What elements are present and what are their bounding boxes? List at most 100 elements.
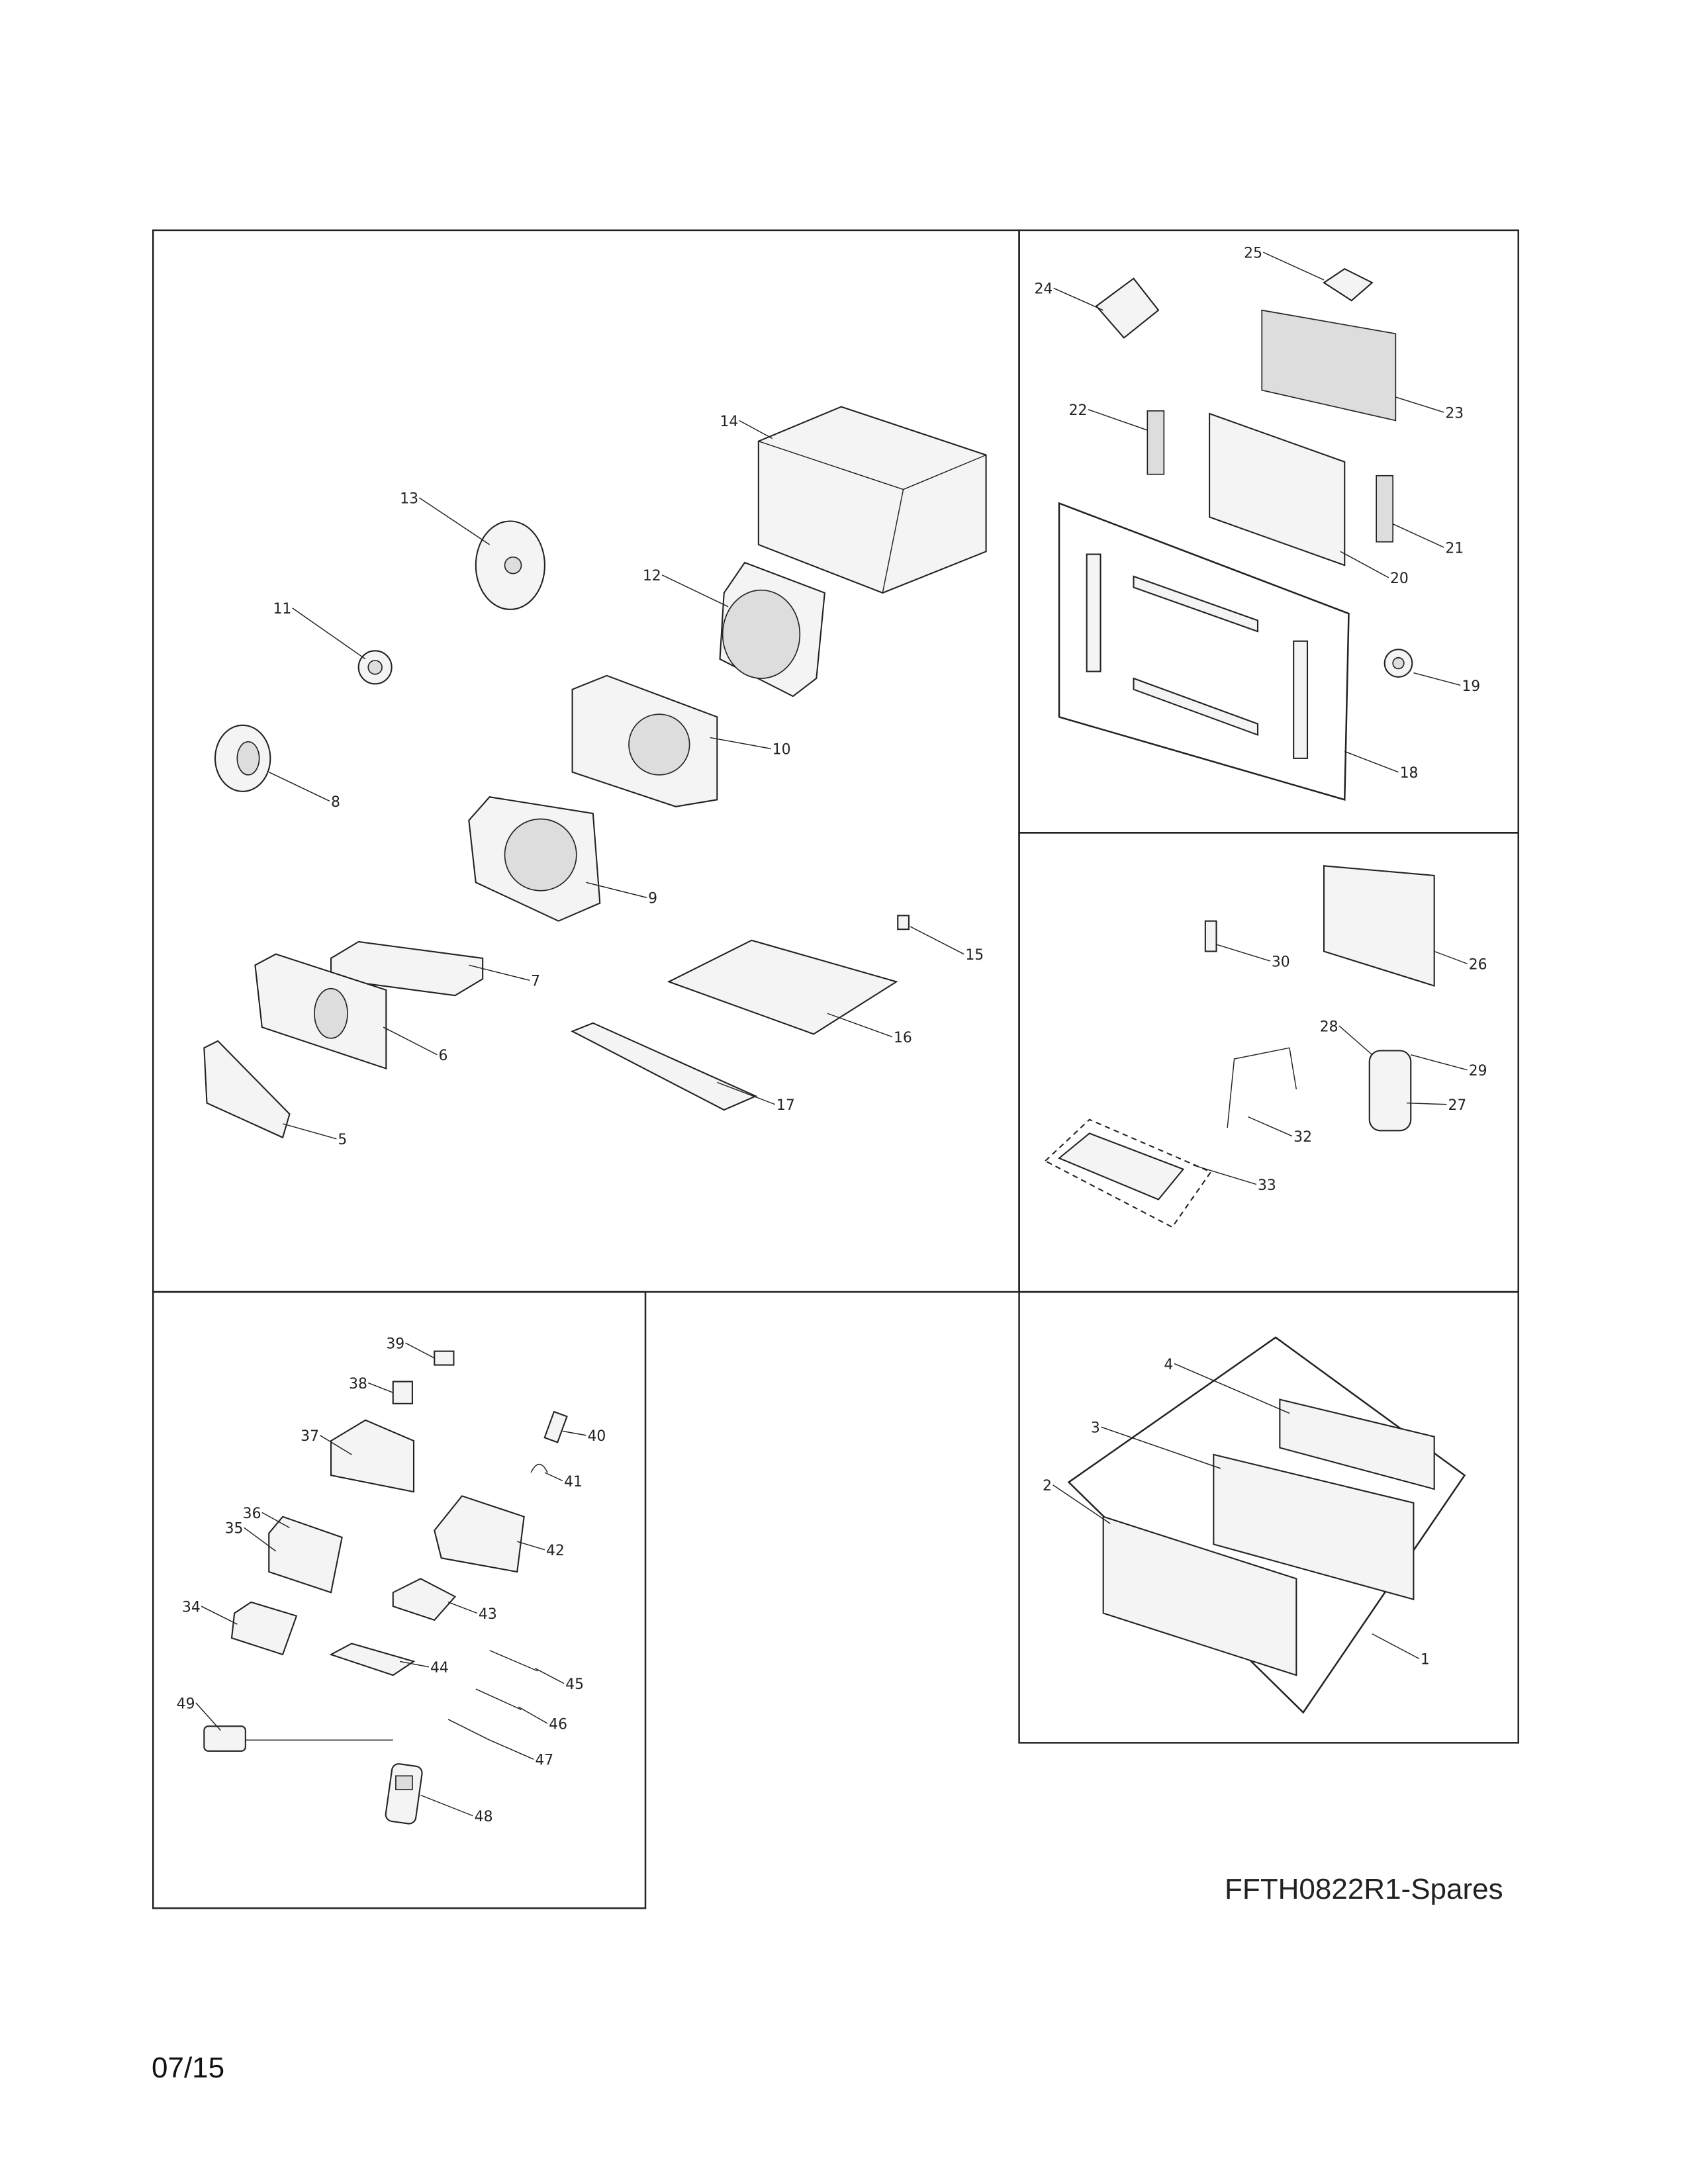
leader-line: [1053, 1484, 1111, 1524]
leader-line: [1340, 551, 1389, 578]
leader-line: [1413, 672, 1461, 686]
part-43-board: [392, 1578, 457, 1621]
part-36-35-pcb-cover: [268, 1516, 343, 1594]
leader-line: [1434, 950, 1468, 964]
callout-27: 27: [1406, 1097, 1467, 1114]
part-5-terminal-bracket: [203, 1040, 291, 1139]
callout-number: 1: [1421, 1652, 1430, 1668]
callout-1: 1: [1372, 1633, 1430, 1668]
callout-47: 47: [489, 1739, 553, 1769]
callout-number: 15: [965, 947, 984, 964]
callout-30: 30: [1216, 944, 1290, 970]
callout-37: 37: [301, 1428, 352, 1455]
callout-number: 9: [648, 891, 657, 907]
callout-24: 24: [1035, 281, 1103, 311]
leader-line: [1263, 251, 1325, 281]
leader-line: [1053, 287, 1103, 311]
callout-3: 3: [1091, 1420, 1221, 1469]
leader-line: [827, 1013, 893, 1038]
callout-11: 11: [273, 601, 366, 660]
part-15-clip: [897, 915, 910, 931]
callout-14: 14: [720, 414, 773, 439]
part-48-remote-control: [385, 1763, 423, 1825]
callout-number: 18: [1400, 765, 1419, 782]
part-23-filter-screen: [1261, 309, 1397, 422]
part-37-control-box: [330, 1419, 415, 1493]
callout-34: 34: [182, 1599, 238, 1625]
callout-28: 28: [1320, 1019, 1373, 1056]
callout-35: 35: [225, 1521, 277, 1552]
callout-number: 33: [1258, 1177, 1276, 1194]
leader-line: [1101, 1426, 1221, 1469]
callout-number: 7: [531, 974, 540, 990]
part-9-scroll: [468, 796, 601, 922]
callout-9: 9: [586, 882, 657, 907]
part-32-tube: [1227, 1047, 1297, 1128]
part-16-base-pan: [667, 939, 898, 1035]
part-42-electric-box: [434, 1495, 525, 1573]
part-6-panel: [254, 953, 387, 1070]
part-39: [434, 1350, 455, 1366]
callout-18: 18: [1344, 751, 1418, 782]
leader-line: [447, 1602, 478, 1614]
callout-15: 15: [910, 926, 984, 964]
callout-number: 37: [301, 1428, 319, 1445]
callout-33: 33: [1192, 1164, 1276, 1194]
callout-number: 32: [1293, 1129, 1312, 1146]
callout-13: 13: [400, 490, 490, 545]
callout-number: 25: [1244, 246, 1262, 262]
part-12-shroud: [719, 561, 825, 698]
callout-number: 40: [588, 1428, 606, 1445]
leader-line: [292, 608, 366, 660]
leader-line: [261, 1512, 290, 1528]
callout-4: 4: [1164, 1357, 1290, 1414]
callout-number: 4: [1164, 1357, 1173, 1373]
part-49-power-cord: [203, 1725, 393, 1752]
callout-number: 6: [439, 1048, 448, 1064]
leader-line: [1248, 1116, 1293, 1137]
callout-number: 16: [894, 1030, 912, 1046]
callout-25: 25: [1244, 246, 1325, 281]
callout-number: 48: [475, 1809, 493, 1825]
callout-39: 39: [386, 1336, 435, 1359]
leader-line: [518, 1706, 548, 1724]
leader-line: [661, 574, 729, 608]
leader-line: [1192, 1164, 1257, 1185]
part-46-sensor: [475, 1688, 522, 1710]
callout-44: 44: [400, 1660, 449, 1676]
callout-number: 24: [1035, 281, 1053, 298]
leader-line: [268, 772, 330, 802]
callout-number: 19: [1462, 678, 1480, 695]
leader-line: [1174, 1363, 1290, 1414]
part-20-grille: [1209, 412, 1346, 567]
callout-number: 23: [1445, 405, 1464, 422]
callout-43: 43: [447, 1602, 497, 1623]
callout-29: 29: [1411, 1054, 1487, 1079]
callout-number: 44: [430, 1660, 449, 1676]
part-44-plate: [329, 1643, 416, 1676]
leader-line: [489, 1739, 534, 1760]
callout-2: 2: [1043, 1478, 1111, 1524]
leader-line: [1344, 751, 1399, 773]
callout-number: 46: [549, 1717, 567, 1733]
callout-number: 30: [1272, 954, 1290, 970]
leader-line: [562, 1430, 586, 1436]
callout-42: 42: [517, 1541, 565, 1559]
part-27-compressor: [1368, 1050, 1412, 1132]
leader-line: [319, 1435, 352, 1455]
callout-number: 27: [1448, 1097, 1467, 1114]
part-8-blower-wheel: [214, 724, 271, 792]
callout-number: 2: [1043, 1478, 1052, 1494]
callout-number: 35: [225, 1521, 244, 1537]
callout-46: 46: [518, 1706, 567, 1733]
callout-number: 36: [243, 1506, 261, 1522]
part-18-frame-kit: [1058, 502, 1350, 801]
callout-number: 49: [177, 1696, 195, 1712]
leader-line: [1216, 944, 1270, 962]
part-47-sensor: [447, 1719, 490, 1741]
part-30-valve: [1204, 920, 1217, 952]
part-11-motor: [357, 650, 393, 685]
part-17-drain-tray: [571, 1022, 758, 1111]
